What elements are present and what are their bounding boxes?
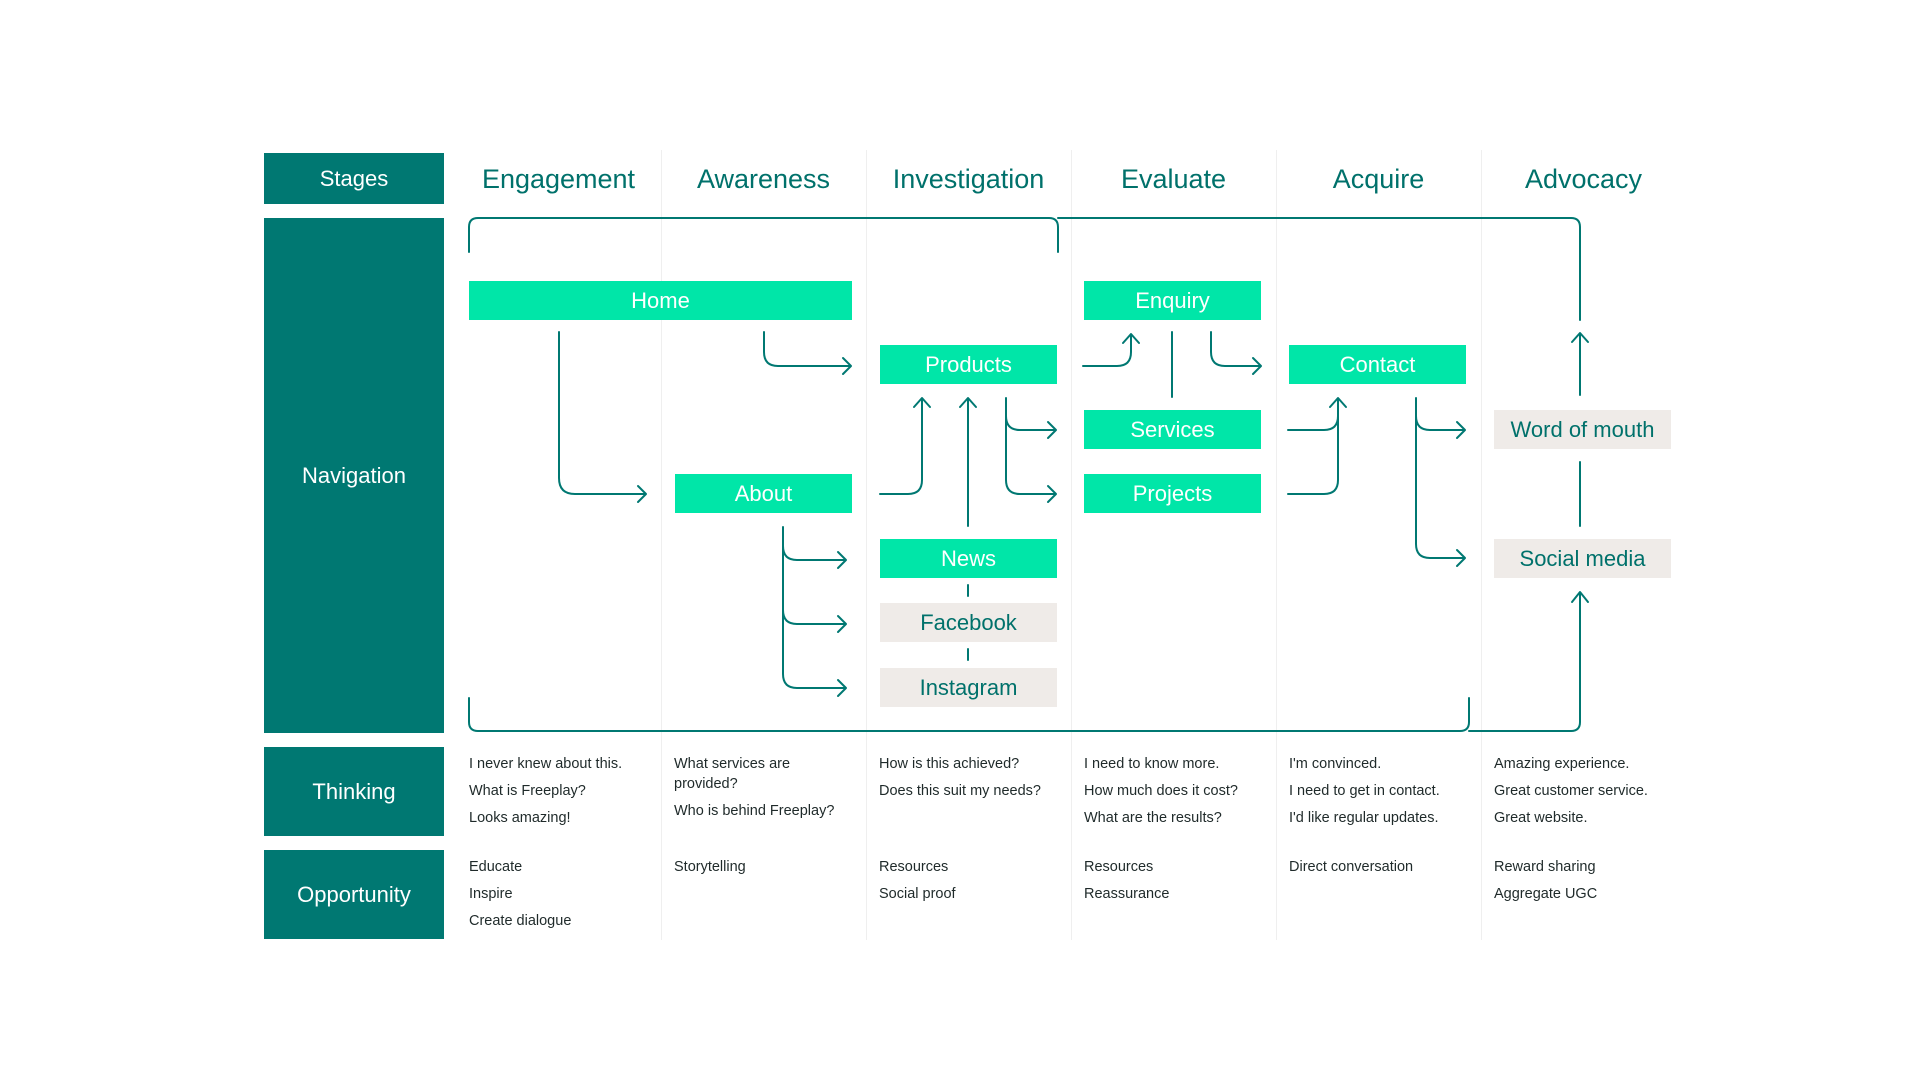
column-divider xyxy=(661,150,662,940)
opportunity-item: Reward sharing xyxy=(1494,859,1596,875)
opportunity-investigation: Resources Social proof xyxy=(879,857,1069,911)
thought: Does this suit my needs? xyxy=(879,783,1041,799)
opportunity-item: Resources xyxy=(1084,859,1154,875)
node-home: Home xyxy=(469,281,852,320)
stage-engagement: Engagement xyxy=(481,163,636,194)
thought: Great website. xyxy=(1494,810,1588,826)
thought: I'd like regular updates. xyxy=(1289,810,1439,826)
row-header-opportunity: Opportunity xyxy=(264,850,444,939)
column-divider xyxy=(1276,150,1277,940)
opportunity-item: Reassurance xyxy=(1084,886,1170,902)
column-divider xyxy=(1071,150,1072,940)
row-header-thinking: Thinking xyxy=(264,747,444,836)
thinking-evaluate: I need to know more. How much does it co… xyxy=(1084,754,1274,835)
opportunity-item: Social proof xyxy=(879,886,956,902)
thought: Great customer service. xyxy=(1494,783,1648,799)
thinking-investigation: How is this achieved? Does this suit my … xyxy=(879,754,1069,808)
node-enquiry: Enquiry xyxy=(1084,281,1261,320)
stage-investigation: Investigation xyxy=(892,163,1045,194)
opportunity-item: Resources xyxy=(879,859,949,875)
opportunity-acquire: Direct conversation xyxy=(1289,857,1479,884)
stage-evaluate: Evaluate xyxy=(1120,163,1227,194)
thought: I'm convinced. xyxy=(1289,756,1382,772)
opportunity-awareness: Storytelling xyxy=(674,857,864,884)
thought: How much does it cost? xyxy=(1084,783,1238,799)
thought: Amazing experience. xyxy=(1494,756,1630,772)
column-divider xyxy=(1481,150,1482,940)
row-header-navigation: Navigation xyxy=(264,218,444,733)
row-header-stages: Stages xyxy=(264,153,444,204)
thought: I need to get in contact. xyxy=(1289,783,1440,799)
opportunity-item: Direct conversation xyxy=(1289,859,1414,875)
node-instagram: Instagram xyxy=(880,668,1057,707)
node-contact: Contact xyxy=(1289,345,1466,384)
opportunity-engagement: Educate Inspire Create dialogue xyxy=(469,857,659,938)
node-services: Services xyxy=(1084,410,1261,449)
stage-acquire: Acquire xyxy=(1332,163,1425,194)
node-news: News xyxy=(880,539,1057,578)
column-divider xyxy=(866,150,867,940)
opportunity-advocacy: Reward sharing Aggregate UGC xyxy=(1494,857,1684,911)
node-projects: Projects xyxy=(1084,474,1261,513)
opportunity-item: Educate xyxy=(469,859,523,875)
node-social-media: Social media xyxy=(1494,539,1671,578)
thought: How is this achieved? xyxy=(879,756,1020,772)
stage-advocacy: Advocacy xyxy=(1524,163,1643,194)
thought: What is Freeplay? xyxy=(469,783,586,799)
thought: I never knew about this. xyxy=(469,756,623,772)
thought: I need to know more. xyxy=(1084,756,1220,772)
thinking-advocacy: Amazing experience. Great customer servi… xyxy=(1494,754,1684,835)
node-facebook: Facebook xyxy=(880,603,1057,642)
opportunity-item: Create dialogue xyxy=(469,913,572,929)
opportunity-item: Inspire xyxy=(469,886,513,902)
opportunity-evaluate: Resources Reassurance xyxy=(1084,857,1274,911)
thought: What are the results? xyxy=(1084,810,1222,826)
opportunity-item: Aggregate UGC xyxy=(1494,886,1598,902)
thinking-acquire: I'm convinced. I need to get in contact.… xyxy=(1289,754,1479,835)
node-products: Products xyxy=(880,345,1057,384)
thought: What services are provided? xyxy=(674,756,791,792)
stage-awareness: Awareness xyxy=(696,163,831,194)
opportunity-item: Storytelling xyxy=(674,859,746,875)
thought: Who is behind Freeplay? xyxy=(674,803,835,819)
node-about: About xyxy=(675,474,852,513)
thought: Looks amazing! xyxy=(469,810,571,826)
node-word-of-mouth: Word of mouth xyxy=(1494,410,1671,449)
thinking-awareness: What services are provided? Who is behin… xyxy=(674,754,849,828)
thinking-engagement: I never knew about this. What is Freepla… xyxy=(469,754,659,835)
